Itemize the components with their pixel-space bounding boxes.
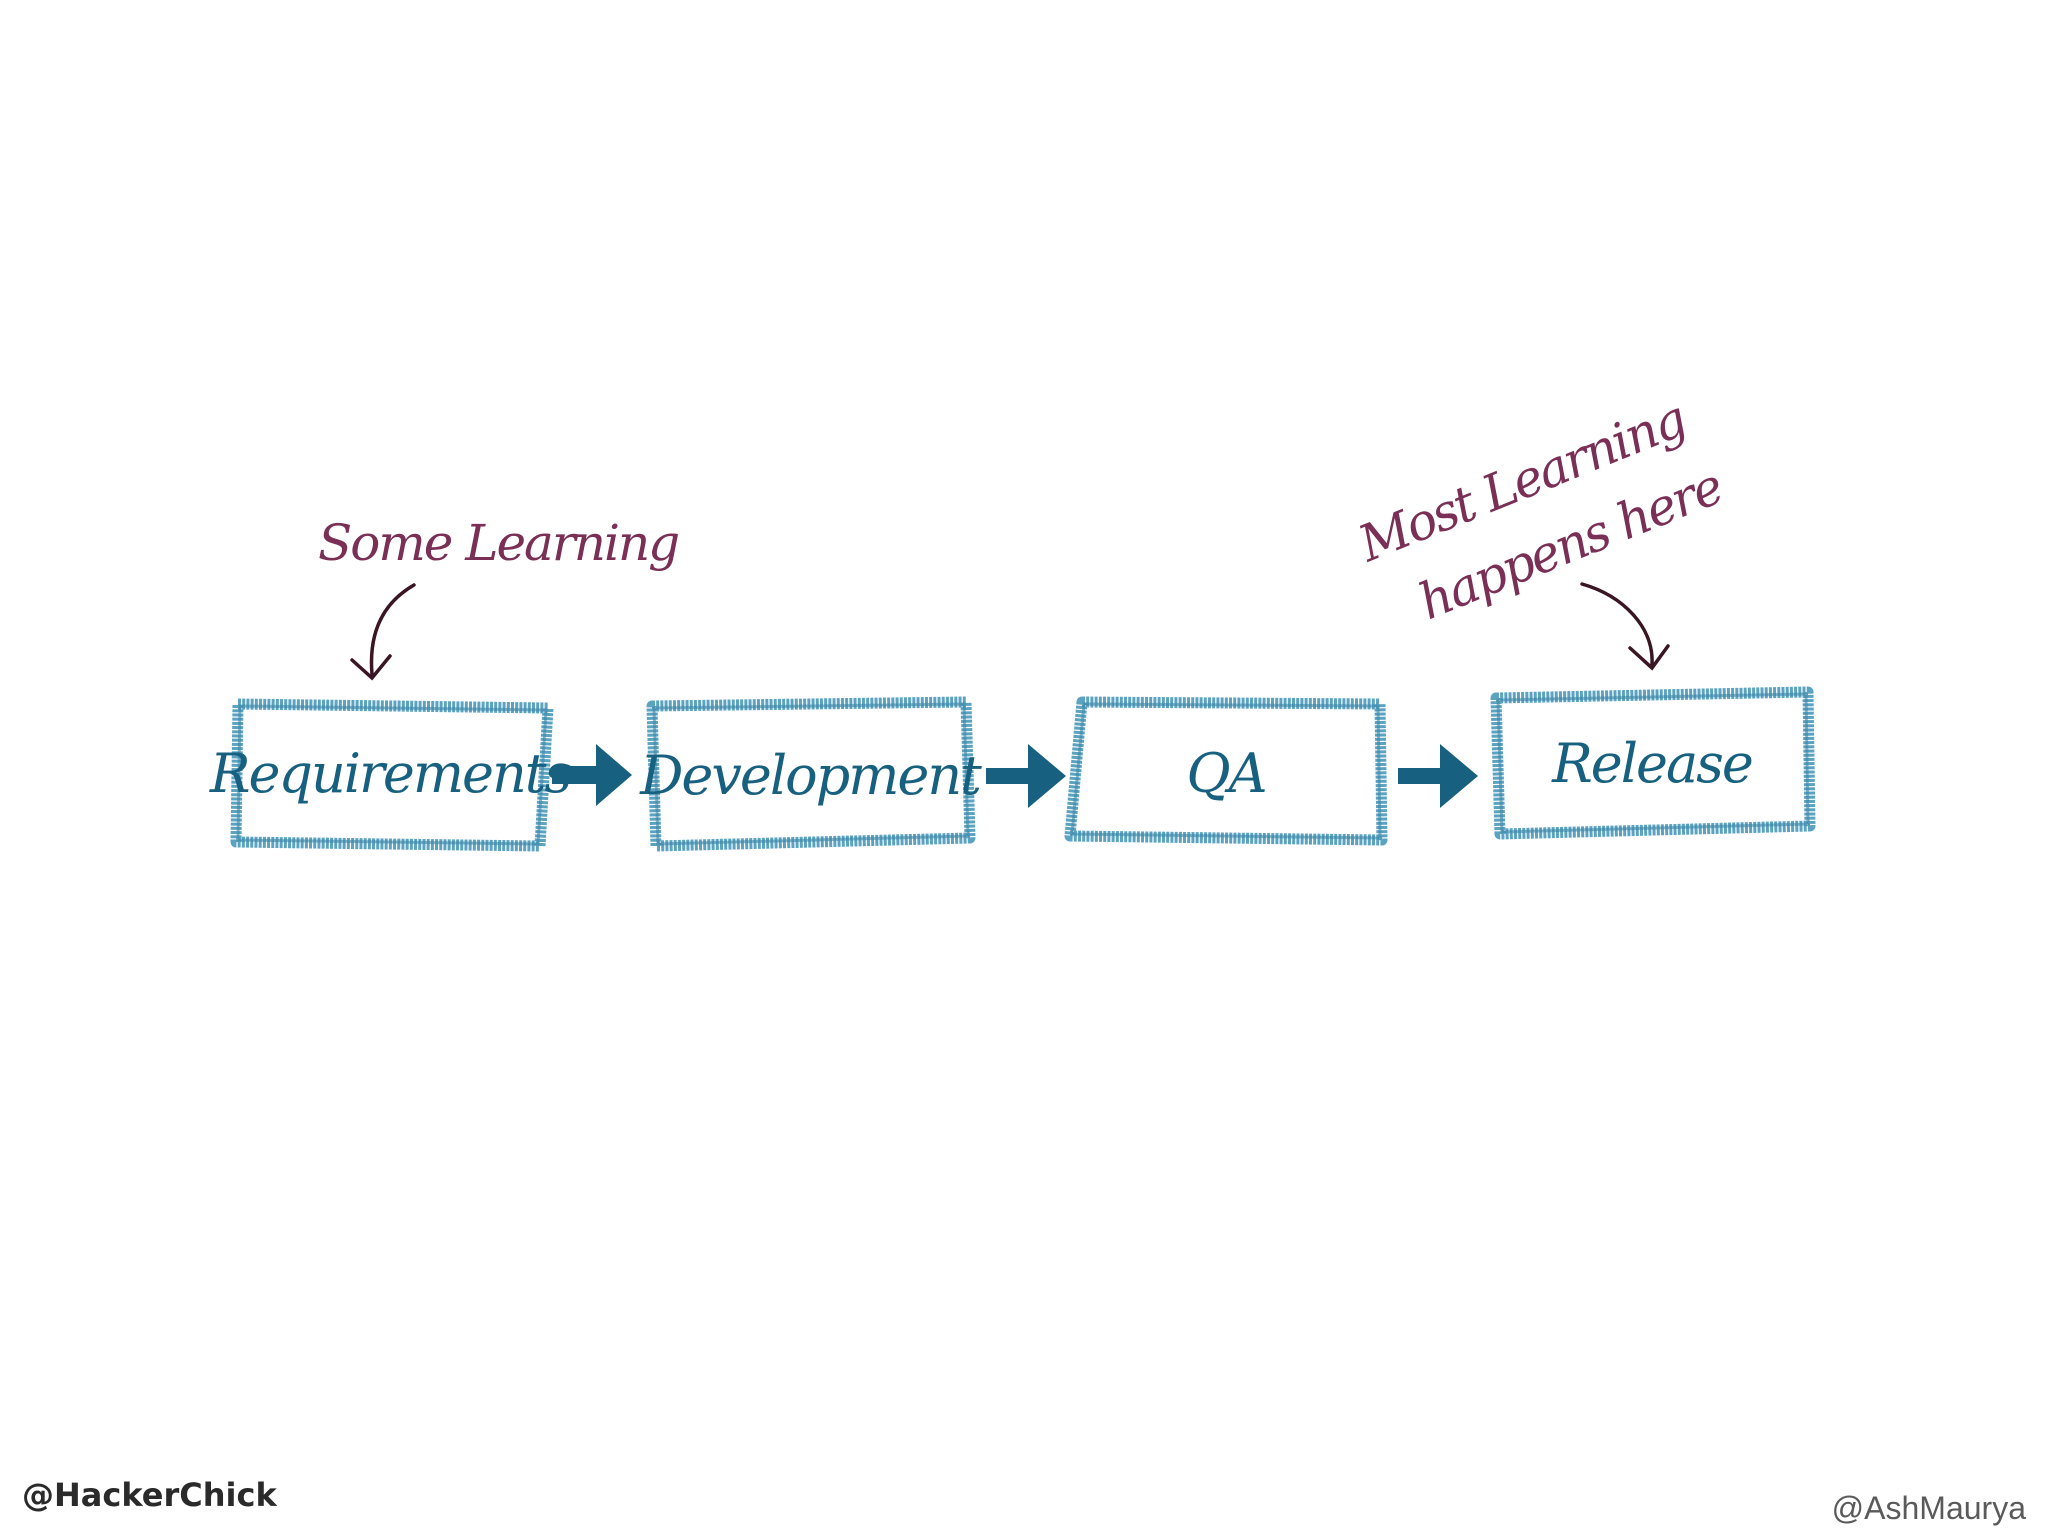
annotation-most-learning-arrowhead-icon	[1628, 644, 1670, 671]
annotation-some-learning-arrowhead-icon	[350, 654, 392, 681]
flow-arrow-3-shape	[1398, 744, 1478, 808]
step-box-development: Development	[639, 696, 984, 852]
footer-left-handle: @HackerChick	[22, 1476, 277, 1514]
flow-arrow-1-shape	[552, 744, 632, 806]
flow-arrow-1	[552, 744, 632, 806]
annotation-some-learning-arrow-icon	[369, 583, 416, 676]
step-box-development-border	[646, 696, 976, 852]
step-box-requirements-border-inner	[236, 704, 548, 846]
step-label-development: Development	[639, 744, 982, 807]
step-label-release: Release	[1551, 732, 1752, 795]
step-box-requirements-border	[230, 698, 554, 852]
flow-arrow-2	[986, 744, 1066, 808]
flow-arrow-3	[1398, 744, 1478, 808]
step-label-requirements: Requirements	[209, 742, 571, 805]
annotation-most-learning-arrow-icon	[1580, 582, 1654, 666]
step-box-release-border-inner	[1496, 692, 1810, 834]
annotation-some-learning: Some Learning	[318, 514, 680, 681]
annotation-some-learning-text: Some Learning	[318, 514, 678, 572]
annotation-most-learning: Most Learning happens here	[1350, 390, 1730, 671]
footer-right-handle: @AshMaurya	[1831, 1490, 2026, 1526]
step-box-release-border	[1490, 686, 1816, 840]
step-box-development-border-inner	[652, 702, 970, 846]
step-box-release: Release	[1490, 686, 1816, 840]
flow-arrow-2-shape	[986, 744, 1066, 808]
step-box-requirements: Requirements	[209, 698, 572, 852]
step-box-qa: QA	[1064, 696, 1388, 846]
step-box-qa-border	[1064, 696, 1388, 846]
step-label-qa: QA	[1186, 742, 1265, 805]
step-box-qa-border-inner	[1070, 702, 1382, 840]
